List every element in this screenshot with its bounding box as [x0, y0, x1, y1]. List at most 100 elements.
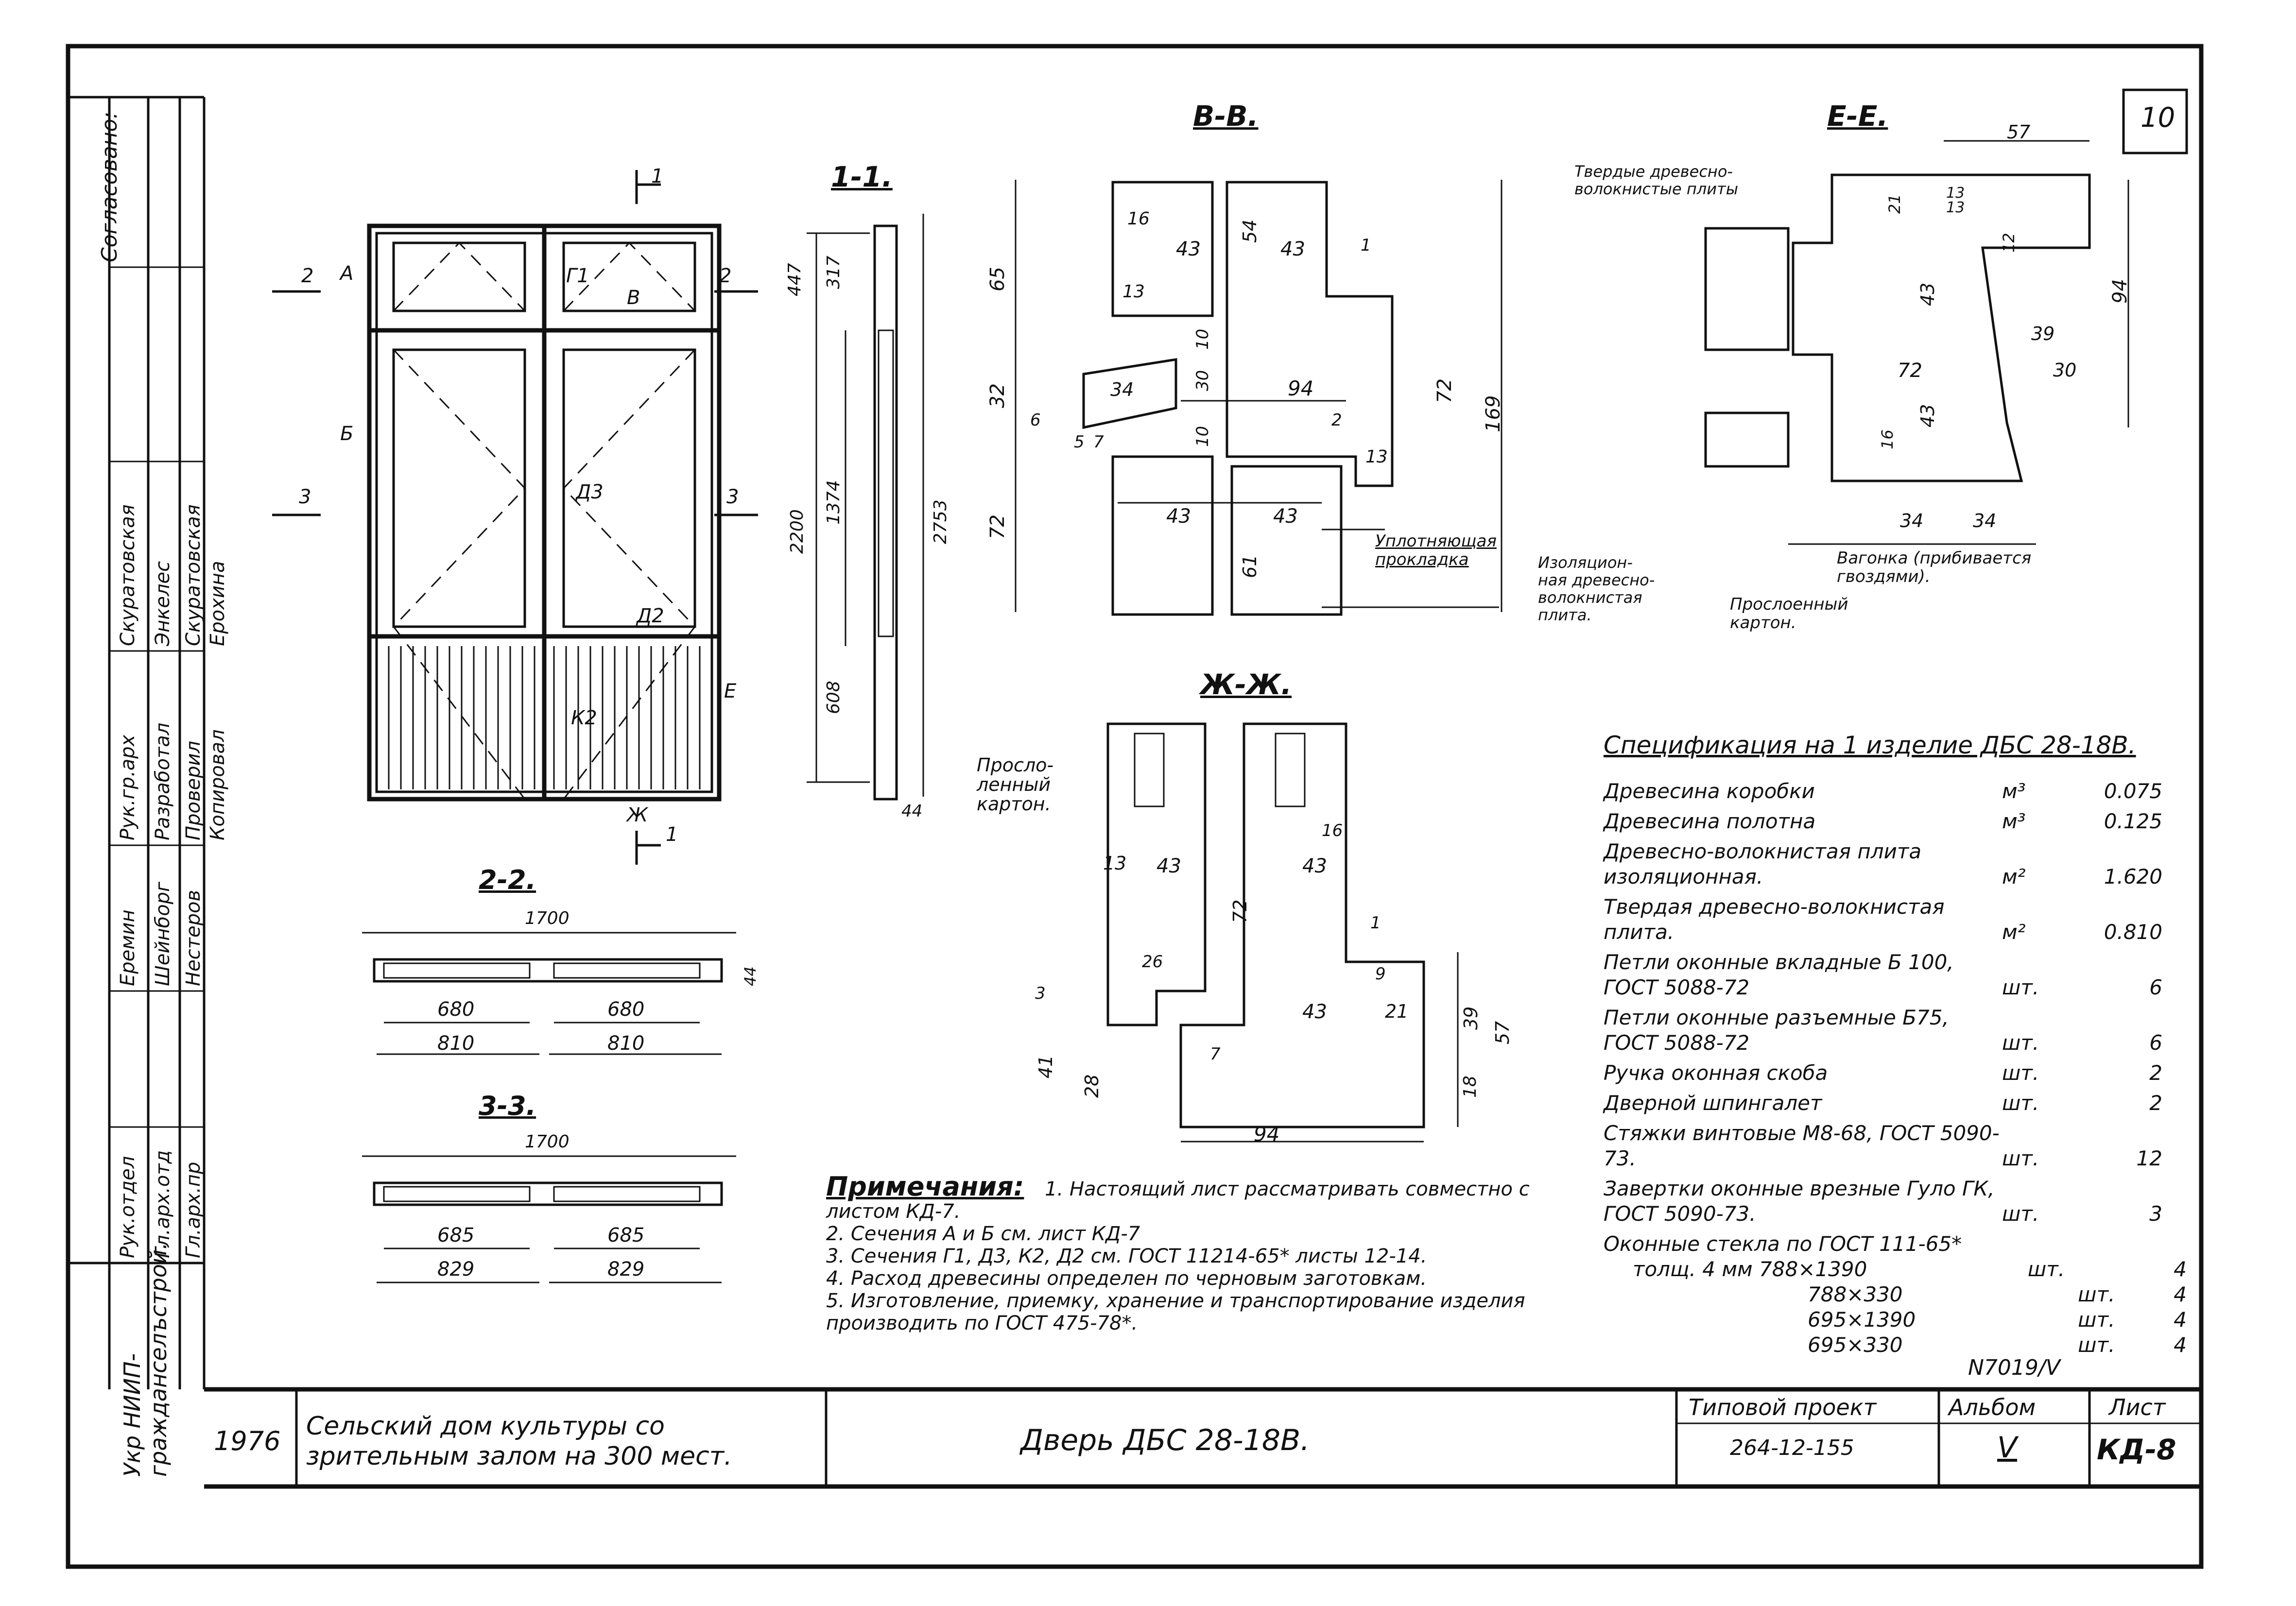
se-dim-21: 21	[1885, 194, 1904, 214]
sv-dim-43d: 43	[1273, 505, 1298, 528]
se-dim-72: 72	[1898, 359, 1922, 382]
elev-label-K2: К2	[571, 707, 597, 729]
spec-unit: м²	[2002, 920, 2026, 944]
s22-dim-810b: 810	[607, 1032, 645, 1055]
szh-dim-41: 41	[1035, 1055, 1056, 1078]
section-2-2-title: 2-2.	[479, 865, 536, 895]
elev-label-G1: Г1	[566, 265, 589, 287]
se-dim-34a: 34	[1900, 510, 1924, 531]
sv-dim-54: 54	[1239, 219, 1260, 243]
section-2-2-drawing	[362, 932, 736, 1055]
cut-mark-1-bottom: 1	[666, 823, 678, 846]
sidebar-name-7: Ерохина	[207, 561, 229, 646]
section-v-v-title: В-В.	[1193, 100, 1259, 133]
spec-unit: шт.	[2002, 1061, 2039, 1085]
sv-dim-72b: 72	[986, 514, 1009, 539]
sidebar-role-3: Гл.арх.пр	[182, 1162, 205, 1258]
spec-unit: шт.	[2078, 1308, 2115, 1332]
sv-dim-2: 2	[1331, 410, 1342, 430]
section-zh-zh-title: Ж-Ж.	[1200, 668, 1292, 701]
szh-dim-43c: 43	[1302, 1001, 1327, 1023]
spec-unit: шт.	[2002, 1091, 2039, 1115]
title-album-value: V	[1997, 1431, 2018, 1465]
title-sheet-label: Лист	[2109, 1394, 2166, 1420]
spec-qty: 4	[2174, 1257, 2187, 1281]
title-sheet-value: КД-8	[2097, 1433, 2176, 1466]
cut-mark-3-left: 3	[299, 486, 311, 508]
se-dim-16: 16	[1878, 429, 1897, 449]
s22-dim-680b: 680	[607, 998, 645, 1021]
spec-row: Стяжки винтовые М8-68, ГОСТ 5090-73.шт.1…	[1604, 1121, 2187, 1171]
szh-dim-16: 16	[1322, 821, 1343, 840]
se-dim-57: 57	[2007, 121, 2031, 143]
sidebar-name-2: Шейнборг	[152, 881, 174, 986]
sv-dim-16: 16	[1127, 209, 1150, 229]
title-typical-number: 264-12-155	[1730, 1435, 1854, 1460]
sv-dim-7: 7	[1093, 432, 1104, 452]
szh-dim-43a: 43	[1157, 855, 1181, 877]
spec-row: Древесно-волокнистая плита изоляционная.…	[1604, 839, 2187, 889]
spec-unit: шт.	[2002, 1031, 2039, 1055]
s11-dim-1374: 1374	[824, 480, 844, 525]
cut-mark-3-right: 3	[726, 486, 739, 508]
section-e-e-title: Е-Е.	[1827, 100, 1888, 133]
archive-number: N7019/V	[1968, 1355, 2060, 1380]
spec-row: Завертки оконные врезные Гуло ГК, ГОСТ 5…	[1604, 1176, 2187, 1227]
szh-dim-26: 26	[1142, 952, 1163, 972]
spec-row: Петли оконные разъемные Б75, ГОСТ 5088-7…	[1604, 1005, 2187, 1056]
spec-name: Дверной шпингалет	[1604, 1091, 1822, 1115]
spec-qty: 6	[2149, 1031, 2162, 1055]
cut-mark-2-left: 2	[301, 265, 314, 287]
se-callout-layered-cardboard: Прослоенный картон.	[1730, 595, 1848, 632]
sv-dim-13b: 13	[1365, 447, 1388, 467]
s22-dim-680a: 680	[437, 998, 475, 1021]
szh-callout-cardboard: Просло- ленный картон.	[977, 754, 1054, 815]
sheet-number-box	[2122, 88, 2188, 154]
sheet-border	[66, 44, 2204, 1569]
szh-dim-3: 3	[1035, 984, 1046, 1003]
sv-dim-43c: 43	[1166, 505, 1191, 528]
se-callout-insulation-board: Изоляцион- ная древесно- волокнистая пли…	[1538, 553, 1655, 624]
szh-dim-94: 94	[1254, 1122, 1280, 1146]
spec-name: Ручка оконная скоба	[1604, 1061, 1828, 1085]
szh-dim-43b: 43	[1302, 855, 1327, 877]
sv-dim-72a: 72	[1433, 378, 1456, 403]
spec-qty: 12	[2136, 1146, 2162, 1170]
spec-name: 695×330	[1808, 1333, 1903, 1357]
notes-title: Примечания:	[826, 1171, 1024, 1202]
spec-qty: 0.075	[2104, 779, 2162, 803]
cut-mark-2-right: 2	[719, 265, 732, 287]
title-block-grid	[204, 1387, 2201, 1489]
sv-dim-43b: 43	[1280, 238, 1305, 260]
spec-name: Стяжки винтовые М8-68, ГОСТ 5090-73.	[1604, 1121, 2000, 1170]
sidebar-role-7: Копировал	[207, 729, 229, 840]
sidebar-name-4: Скуратовская	[117, 504, 139, 646]
sv-dim-94: 94	[1288, 376, 1314, 400]
sv-dim-6: 6	[1030, 410, 1041, 430]
section-3-3-drawing	[362, 1155, 736, 1283]
section-1-1-drawing	[807, 214, 924, 801]
spec-unit: шт.	[2027, 1257, 2065, 1281]
note-item: 5. Изготовление, приемку, хранение и тра…	[826, 1290, 1525, 1334]
section-1-1-title: 1-1.	[831, 160, 893, 193]
spec-unit: м³	[2002, 809, 2026, 833]
sidebar-org: Укр НИИП- гражданселъстрой.	[119, 1242, 172, 1477]
spec-qty: 4	[2174, 1333, 2187, 1357]
se-dim-30: 30	[2053, 359, 2077, 381]
sidebar-name-6: Скуратовская	[182, 504, 205, 646]
title-year: 1976	[214, 1426, 281, 1456]
elev-label-E: Е	[724, 680, 737, 702]
se-dim-34b: 34	[1973, 510, 1997, 531]
sidebar-name-3: Нестеров	[182, 889, 205, 986]
sv-dim-13: 13	[1122, 282, 1145, 302]
s33-dim-829b: 829	[607, 1258, 645, 1281]
elev-label-Zh: Ж	[627, 804, 648, 826]
szh-dim-1: 1	[1370, 913, 1381, 933]
s11-dim-317: 317	[824, 256, 844, 289]
